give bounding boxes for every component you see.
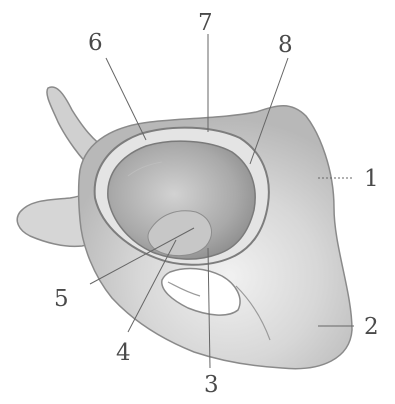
label-6: 6 xyxy=(88,30,103,56)
label-1: 1 xyxy=(364,166,379,192)
label-4: 4 xyxy=(116,340,131,366)
label-5: 5 xyxy=(54,286,69,312)
label-2: 2 xyxy=(364,314,379,340)
label-8: 8 xyxy=(278,32,293,58)
label-7: 7 xyxy=(198,10,213,36)
label-3: 3 xyxy=(204,372,219,398)
